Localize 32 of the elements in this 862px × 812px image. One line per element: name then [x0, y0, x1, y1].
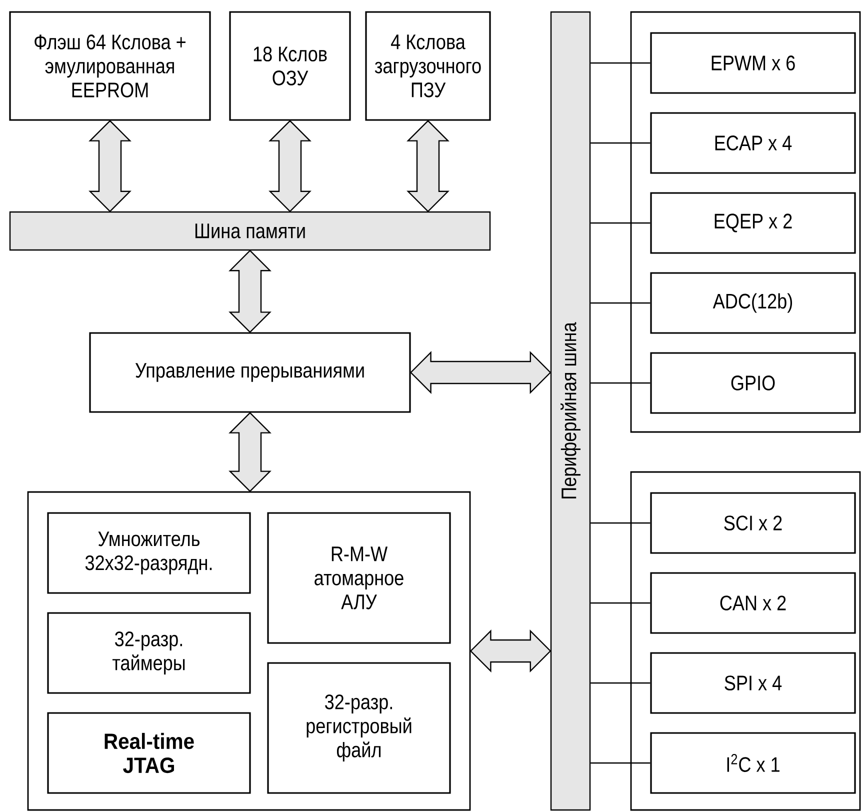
connector-line	[590, 522, 650, 524]
block-box: CAN x 2	[650, 572, 856, 634]
memory-bus-band: Шина памяти	[9, 211, 491, 251]
block-box: GPIO	[650, 352, 856, 414]
connector-line	[590, 682, 650, 684]
group-frame	[630, 11, 861, 433]
block-box: Флэш 64 Кслова + эмулированная EEPROM	[9, 11, 211, 121]
block-box: SCI x 2	[650, 492, 856, 554]
block-box: EPWM x 6	[650, 32, 856, 94]
peripheral-bus-band: Периферийная шина	[550, 11, 591, 811]
connector-line	[590, 382, 650, 384]
block-box: EQEP x 2	[650, 192, 856, 254]
block-box: ECAP x 4	[650, 112, 856, 174]
block-box: R-M-W атомарное АЛУ	[267, 512, 451, 644]
connector-line	[590, 602, 650, 604]
connector-line	[590, 302, 650, 304]
connector-line	[590, 142, 650, 144]
block-box: 32-разр. таймеры	[47, 612, 251, 694]
group-frame	[27, 491, 471, 811]
block-box: 32-разр. регистровый файл	[267, 662, 451, 794]
block-box: 18 Кслов ОЗУ	[229, 11, 351, 121]
block-box: SPI x 4	[650, 652, 856, 714]
block-box: Умножитель 32x32-разрядн.	[47, 512, 251, 594]
block-box: Управление прерываниями	[89, 332, 411, 413]
block-box: 4 Кслова загрузочного ПЗУ	[365, 11, 491, 121]
block-box: ADC(12b)	[650, 272, 856, 334]
group-frame	[630, 471, 861, 811]
connector-line	[590, 762, 650, 764]
block-box: I$^{2}$C x 1	[650, 732, 856, 794]
connector-line	[590, 62, 650, 64]
block-box: Real-time JTAG	[47, 712, 251, 794]
connector-line	[590, 222, 650, 224]
